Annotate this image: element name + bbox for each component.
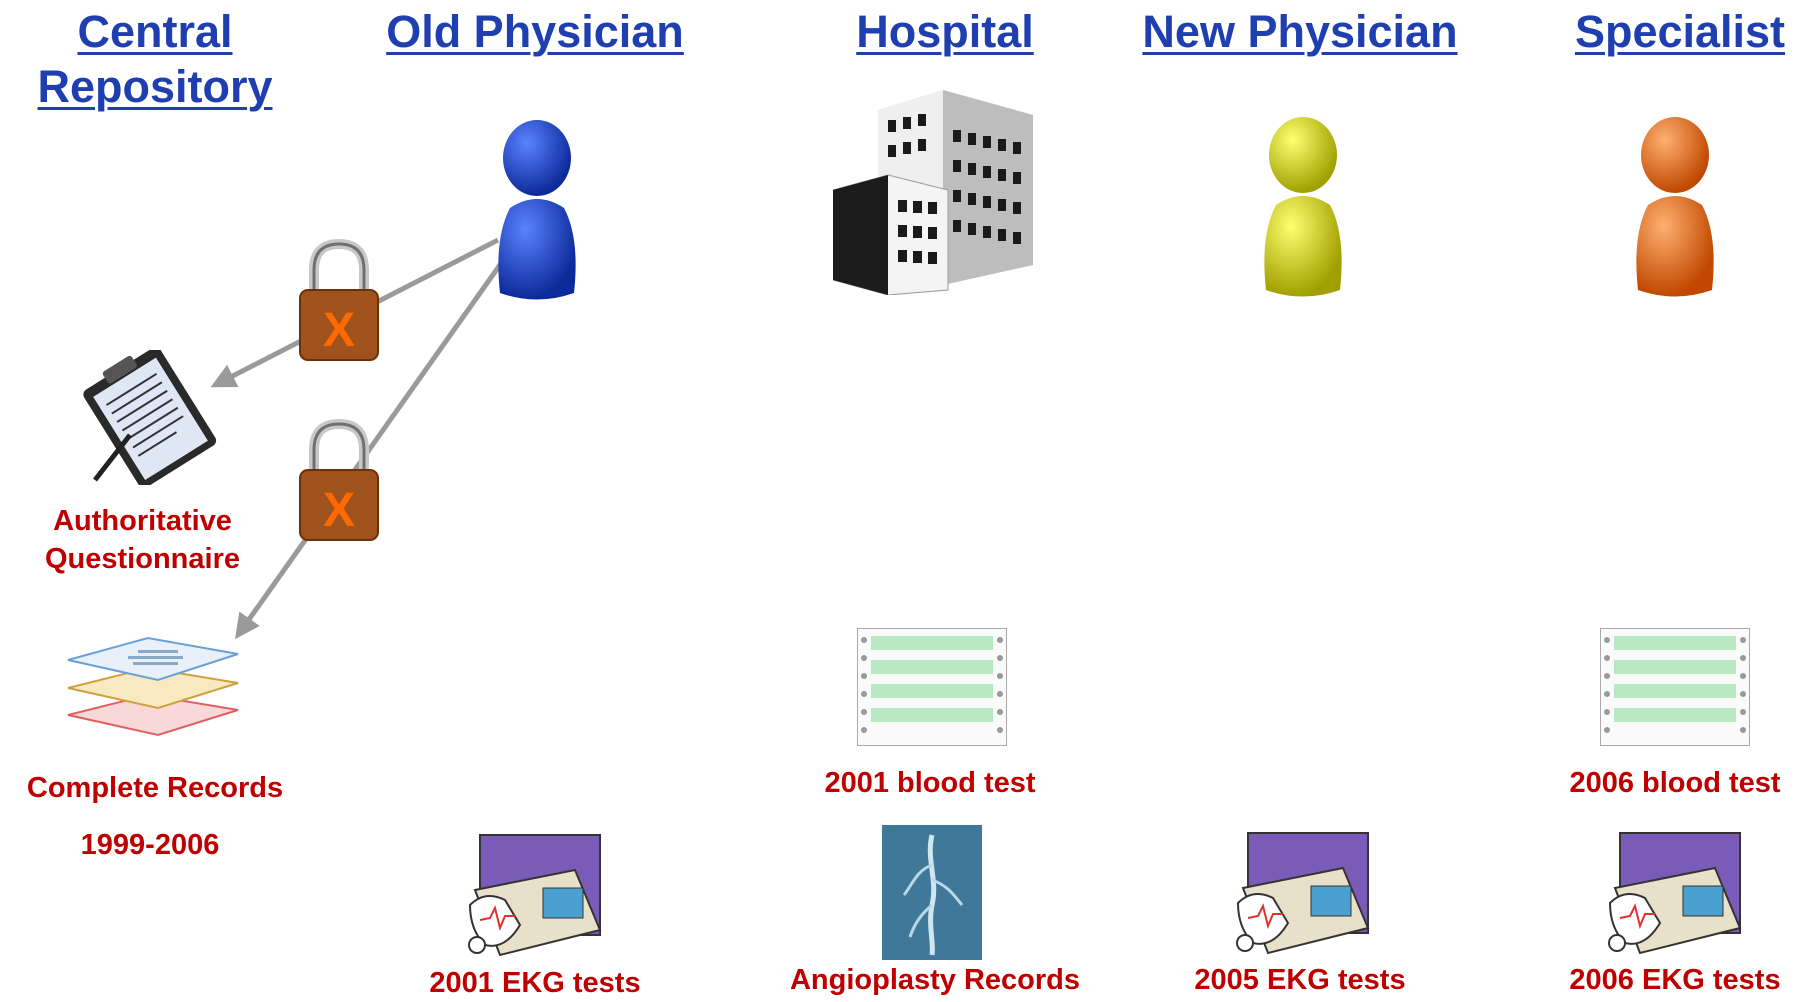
old-ekg-machine-icon[interactable] [465,830,605,960]
arrow-to-records [235,260,505,640]
lock-mark-lower: X [323,484,355,537]
old-physician-person-icon[interactable] [492,118,582,303]
specialist-blood-test-icon[interactable] [1600,628,1750,746]
new-physician-person-icon[interactable] [1258,115,1348,300]
complete-records-years: 1999-2006 [80,829,220,861]
new-ekg-label: 2005 EKG tests [1194,964,1406,996]
header-hospital[interactable]: Hospital [856,6,1034,57]
questionnaire-label: Authoritative Questionnaire [20,502,265,578]
padlock-icon-lower: X [298,418,380,543]
questionnaire-label-line1: Authoritative [53,505,232,537]
old-ekg-label: 2001 EKG tests [429,967,641,999]
header-central-repository[interactable]: Central Repository [20,4,290,114]
angioplasty-xray-icon[interactable] [882,825,982,960]
header-central-line2: Repository [37,61,273,112]
header-new-physician[interactable]: New Physician [1142,6,1458,57]
clipboard-icon[interactable] [75,350,225,485]
specialist-blood-test-label: 2006 blood test [1569,767,1781,799]
angioplasty-label: Angioplasty Records [789,964,1081,996]
complete-records-label: Complete Records [26,772,284,804]
header-old-physician[interactable]: Old Physician [386,6,684,57]
header-central-line1: Central [77,6,233,57]
new-ekg-machine-icon[interactable] [1233,828,1373,958]
header-specialist[interactable]: Specialist [1574,6,1786,57]
stacked-records-icon[interactable] [58,630,243,750]
padlock-icon-upper: X [298,238,380,363]
hospital-building-icon[interactable] [833,90,1033,295]
hospital-blood-test-label: 2001 blood test [824,767,1036,799]
hospital-blood-test-icon[interactable] [857,628,1007,746]
specialist-ekg-label: 2006 EKG tests [1569,964,1781,996]
specialist-person-icon[interactable] [1630,115,1720,300]
questionnaire-label-line2: Questionnaire [45,543,240,575]
lock-mark-upper: X [323,304,355,357]
specialist-ekg-machine-icon[interactable] [1605,828,1745,958]
